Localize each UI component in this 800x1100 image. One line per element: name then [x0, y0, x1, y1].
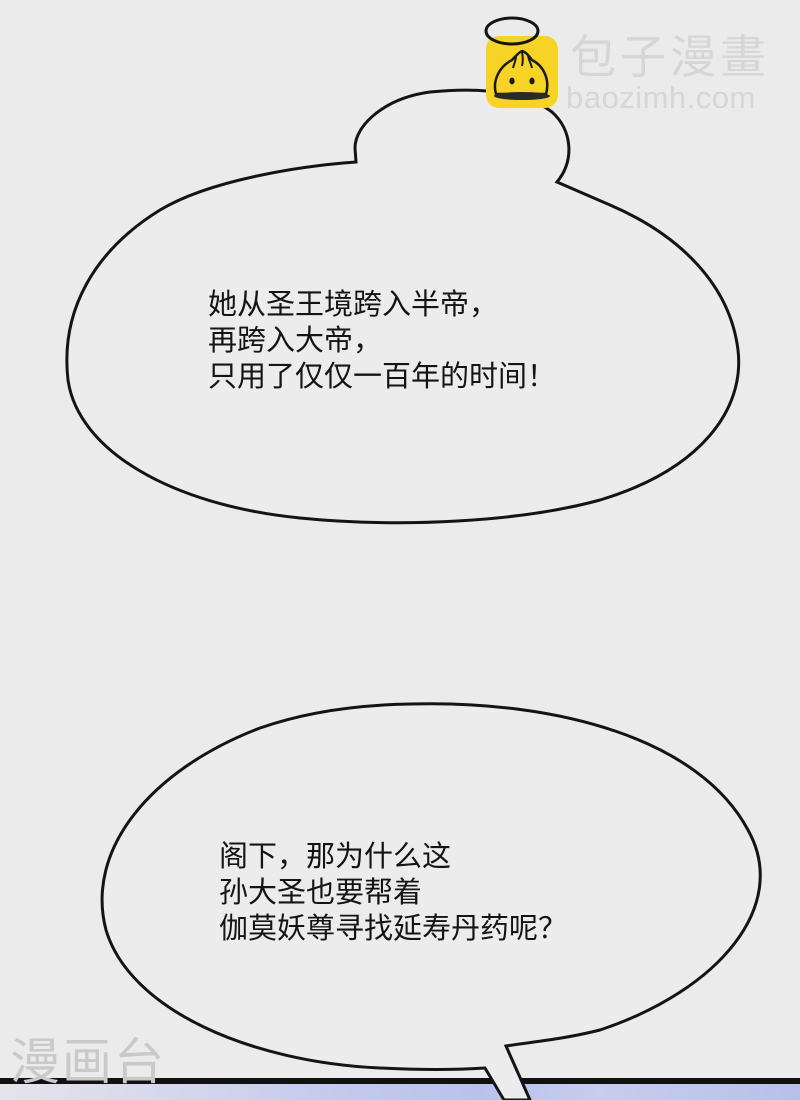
- bubble-1-line-1: 她从圣王境跨入半帝，: [208, 287, 499, 321]
- bubble-1-line-3: 只用了仅仅一百年的时间！: [208, 359, 557, 393]
- bubble-2-line-1: 阁下，那为什么这: [219, 839, 452, 873]
- next-panel-sky: [0, 1084, 800, 1100]
- bubble-1-line-2: 再跨入大帝，: [208, 323, 383, 357]
- baozimh-logo: [486, 36, 558, 108]
- speech-bubble-2-outline: [100, 702, 762, 1100]
- watermark-manhuatai: 漫画台: [10, 1033, 166, 1091]
- steamed-bun-mascot-icon: [493, 49, 550, 100]
- speech-bubble-2-text: 阁下，那为什么这 孙大圣也要帮着 伽莫妖尊寻找延寿丹药呢？: [219, 838, 567, 946]
- bubble-2-line-2: 孙大圣也要帮着: [219, 875, 423, 909]
- watermark-title: 包子漫畫: [570, 30, 770, 84]
- bubble-2-line-3: 伽莫妖尊寻找延寿丹药呢？: [219, 911, 568, 945]
- panel-border: [0, 1078, 800, 1085]
- watermark-url: baozimh.com: [566, 80, 756, 115]
- speech-bubble-1-text: 她从圣王境跨入半帝， 再跨入大帝， 只用了仅仅一百年的时间！: [208, 286, 556, 394]
